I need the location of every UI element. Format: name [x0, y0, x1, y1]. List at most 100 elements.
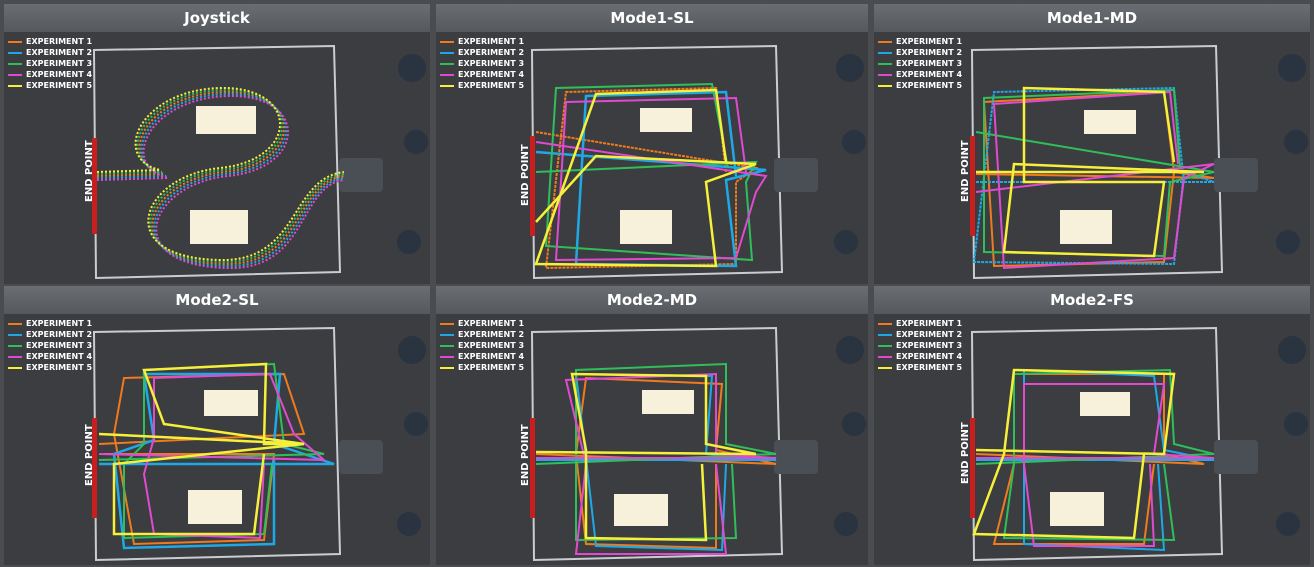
legend-item: EXPERIMENT 1 — [878, 36, 962, 47]
panel-mode2-md: Mode2-MD EXPERIMENT 1 EXPERIMENT 2 EXPER… — [436, 286, 868, 565]
legend-item: EXPERIMENT 2 — [440, 47, 524, 58]
obstacle-bottom — [614, 494, 668, 526]
legend-item: EXPERIMENT 2 — [878, 329, 962, 340]
robot-start — [339, 158, 383, 192]
panel-image — [4, 314, 430, 565]
legend-item: EXPERIMENT 3 — [878, 340, 962, 351]
panel-title: Mode2-FS — [874, 286, 1310, 315]
endpoint-bar — [530, 136, 535, 236]
endpoint-bar — [970, 136, 975, 236]
panel-mode2-sl: Mode2-SL EXPERIMENT 1 EXPERIMENT 2 EXPER… — [4, 286, 430, 565]
obstacle-bottom — [188, 490, 242, 524]
obstacle-top — [1080, 392, 1130, 416]
prop — [404, 130, 428, 154]
robot-start — [1214, 158, 1258, 192]
legend-item: EXPERIMENT 4 — [8, 351, 92, 362]
legend-item: EXPERIMENT 3 — [8, 58, 92, 69]
endpoint-label: END POINT — [960, 140, 971, 202]
trajectory-exp4 — [96, 94, 345, 270]
endpoint-label: END POINT — [84, 424, 95, 486]
robot-start — [774, 158, 818, 192]
legend-item: EXPERIMENT 5 — [878, 362, 962, 373]
obstacle-top — [196, 106, 256, 134]
legend-item: EXPERIMENT 2 — [878, 47, 962, 58]
trajectory-exp5 — [972, 368, 1176, 540]
panel-image — [4, 32, 430, 284]
trajectory-exp5 — [535, 372, 757, 542]
prop — [1278, 336, 1306, 364]
trajectory-exp4 — [98, 372, 327, 540]
obstacle-top — [640, 108, 692, 132]
legend-item: EXPERIMENT 5 — [878, 80, 962, 91]
panel-joystick: Joystick EXPERIMENT 1 EXPERIMENT 2 EXPER… — [4, 4, 430, 284]
legend-item: EXPERIMENT 3 — [440, 340, 524, 351]
panel-mode1-md: Mode1-MD EXPERIMENT 1 EXPERIMENT 2 EXPER… — [874, 4, 1310, 284]
obstacle-top — [642, 390, 694, 414]
endpoint-label: END POINT — [520, 144, 531, 206]
legend-item: EXPERIMENT 5 — [8, 80, 92, 91]
trajectory-exp5 — [96, 86, 345, 262]
prop — [404, 412, 428, 436]
trajectory-exp5 — [976, 86, 1205, 258]
panel-image — [436, 32, 868, 284]
endpoint-label: END POINT — [84, 140, 95, 202]
legend-item: EXPERIMENT 1 — [8, 36, 92, 47]
legend-item: EXPERIMENT 4 — [878, 351, 962, 362]
legend-item: EXPERIMENT 3 — [440, 58, 524, 69]
legend-item: EXPERIMENT 2 — [8, 329, 92, 340]
prop — [842, 130, 866, 154]
legend-item: EXPERIMENT 1 — [440, 318, 524, 329]
prop — [1278, 54, 1306, 82]
panel-title: Mode1-MD — [874, 4, 1310, 33]
prop — [836, 54, 864, 82]
trajectory-exp2 — [96, 92, 345, 268]
legend: EXPERIMENT 1 EXPERIMENT 2 EXPERIMENT 3 E… — [440, 36, 524, 91]
endpoint-bar — [92, 418, 97, 518]
endpoint-bar — [970, 418, 975, 518]
legend-item: EXPERIMENT 5 — [440, 80, 524, 91]
prop — [398, 336, 426, 364]
endpoint-bar — [530, 418, 535, 518]
obstacle-top — [1084, 110, 1136, 134]
prop — [834, 230, 858, 254]
obstacle-bottom — [1050, 492, 1104, 526]
endpoint-bar — [92, 138, 97, 234]
robot-start — [339, 440, 383, 474]
obstacle-top — [204, 390, 258, 416]
obstacle-bottom — [620, 210, 672, 244]
trajectory-exp4 — [976, 383, 1215, 547]
legend: EXPERIMENT 1 EXPERIMENT 2 EXPERIMENT 3 E… — [8, 318, 92, 373]
prop — [398, 54, 426, 82]
panel-mode2-fs: Mode2-FS EXPERIMENT 1 EXPERIMENT 2 EXPER… — [874, 286, 1310, 565]
trajectory-exp4 — [536, 372, 777, 555]
panel-image — [874, 314, 1310, 565]
prop — [836, 336, 864, 364]
legend-item: EXPERIMENT 4 — [440, 69, 524, 80]
prop — [1284, 130, 1308, 154]
legend: EXPERIMENT 1 EXPERIMENT 2 EXPERIMENT 3 E… — [878, 36, 962, 91]
legend-item: EXPERIMENT 4 — [8, 69, 92, 80]
panel-title: Joystick — [4, 4, 430, 33]
prop — [1276, 512, 1300, 536]
endpoint-label: END POINT — [520, 424, 531, 486]
robot-start — [774, 440, 818, 474]
prop — [842, 412, 866, 436]
prop — [834, 512, 858, 536]
legend-item: EXPERIMENT 5 — [440, 362, 524, 373]
trajectory-exp1 — [96, 90, 345, 266]
trajectory-exp5 — [534, 88, 757, 268]
legend: EXPERIMENT 1 EXPERIMENT 2 EXPERIMENT 3 E… — [8, 36, 92, 91]
legend-item: EXPERIMENT 1 — [440, 36, 524, 47]
legend-item: EXPERIMENT 2 — [440, 329, 524, 340]
legend-item: EXPERIMENT 1 — [8, 318, 92, 329]
legend-item: EXPERIMENT 2 — [8, 47, 92, 58]
legend-item: EXPERIMENT 3 — [878, 58, 962, 69]
prop — [397, 230, 421, 254]
prop — [397, 512, 421, 536]
trajectory-exp3 — [96, 88, 345, 264]
prop — [1276, 230, 1300, 254]
legend-item: EXPERIMENT 3 — [8, 340, 92, 351]
panel-image — [874, 32, 1310, 284]
prop — [1284, 412, 1308, 436]
